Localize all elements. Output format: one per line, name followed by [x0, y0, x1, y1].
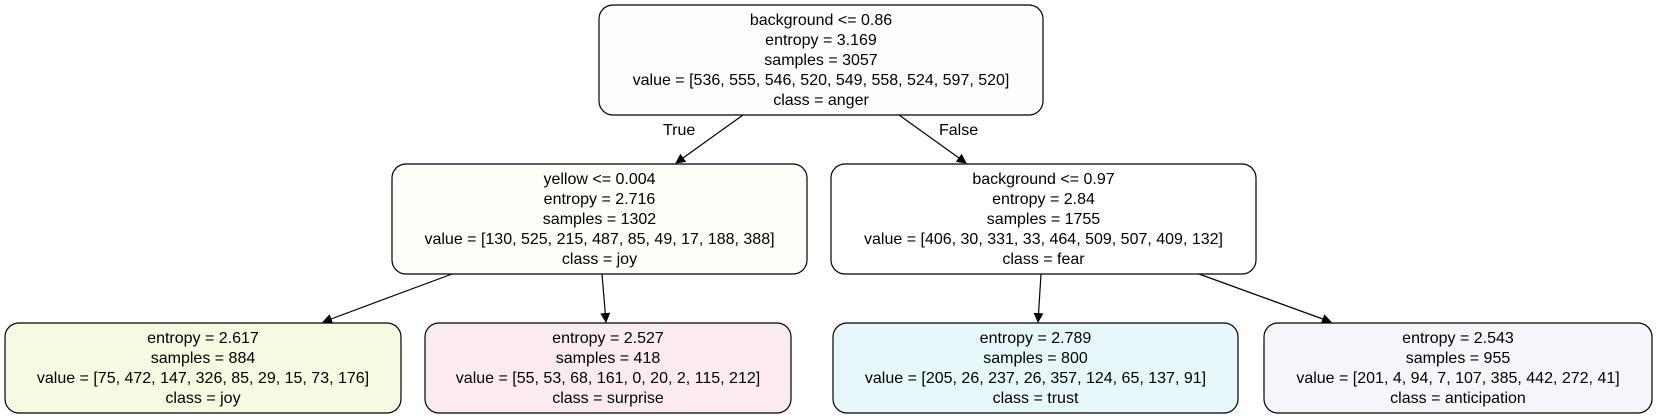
edge-root-to-left — [675, 114, 744, 164]
node-text-line: entropy = 2.543 — [1402, 330, 1514, 347]
node-text-line: samples = 1302 — [543, 211, 657, 228]
node-text-line: entropy = 2.716 — [544, 191, 656, 208]
node-text-line: samples = 418 — [556, 350, 661, 367]
node-text-line: value = [536, 555, 546, 520, 549, 558, 5… — [633, 72, 1010, 89]
node-text-line: class = joy — [165, 390, 240, 407]
node-text-line: class = trust — [993, 390, 1079, 407]
node-box — [832, 322, 1239, 414]
node-text-line: samples = 884 — [151, 350, 256, 367]
node-text-line: class = fear — [1002, 251, 1085, 268]
edge-label-false: False — [939, 122, 978, 139]
node-box — [598, 4, 1044, 116]
node-box — [1263, 322, 1653, 414]
node-text-line: value = [75, 472, 147, 326, 85, 29, 15, … — [37, 370, 369, 387]
node-text-line: value = [201, 4, 94, 7, 107, 385, 442, 2… — [1296, 370, 1619, 387]
edge-label-true: True — [663, 122, 695, 139]
tree-node-right: background <= 0.97 entropy = 2.84 samples … — [830, 163, 1257, 275]
node-text-line: class = anticipation — [1390, 390, 1526, 407]
node-text-line: class = surprise — [552, 390, 664, 407]
node-box — [4, 322, 402, 414]
tree-node-rr: entropy = 2.543 samples = 955 value = [201… — [1263, 322, 1653, 414]
node-box — [391, 163, 808, 275]
node-text-line: yellow <= 0.004 — [543, 171, 655, 188]
edges-layer: True False — [322, 114, 1332, 324]
nodes-layer: background <= 0.86 entropy = 3.169 samples… — [4, 4, 1653, 414]
node-text-line: value = [130, 525, 215, 487, 85, 49, 17,… — [424, 231, 774, 248]
tree-node-root: background <= 0.86 entropy = 3.169 samples… — [598, 4, 1044, 116]
node-text-line: class = joy — [562, 251, 637, 268]
node-text-line: samples = 800 — [983, 350, 1088, 367]
tree-node-lr: entropy = 2.527 samples = 418 value = [55,… — [424, 322, 792, 414]
tree-node-ll: entropy = 2.617 samples = 884 value = [75,… — [4, 322, 402, 414]
node-text-line: entropy = 2.527 — [552, 330, 664, 347]
tree-node-left: yellow <= 0.004 entropy = 2.716 samples = … — [391, 163, 808, 275]
node-text-line: samples = 955 — [1406, 350, 1511, 367]
node-text-line: entropy = 2.617 — [147, 330, 259, 347]
node-text-line: entropy = 2.789 — [980, 330, 1092, 347]
node-text-line: samples = 1755 — [987, 211, 1101, 228]
node-text-line: value = [205, 26, 237, 26, 357, 124, 65,… — [865, 370, 1206, 387]
node-text-line: samples = 3057 — [764, 52, 878, 69]
edge-right-to-rr — [1198, 273, 1332, 324]
node-box — [424, 322, 792, 414]
edge-left-to-lr — [600, 273, 611, 323]
node-text-line: value = [55, 53, 68, 161, 0, 20, 2, 115,… — [456, 370, 760, 387]
node-text-line: background <= 0.86 — [750, 12, 892, 29]
node-text-line: background <= 0.97 — [972, 171, 1114, 188]
edge-right-to-rl — [1033, 273, 1044, 323]
node-text-line: value = [406, 30, 331, 33, 464, 509, 507… — [864, 231, 1223, 248]
node-text-line: class = anger — [773, 92, 869, 109]
node-text-line: entropy = 2.84 — [992, 191, 1095, 208]
edge-left-to-ll — [322, 273, 453, 324]
edge-root-to-right — [898, 114, 967, 164]
tree-node-rl: entropy = 2.789 samples = 800 value = [205… — [832, 322, 1239, 414]
node-box — [830, 163, 1257, 275]
node-text-line: entropy = 3.169 — [765, 32, 877, 49]
